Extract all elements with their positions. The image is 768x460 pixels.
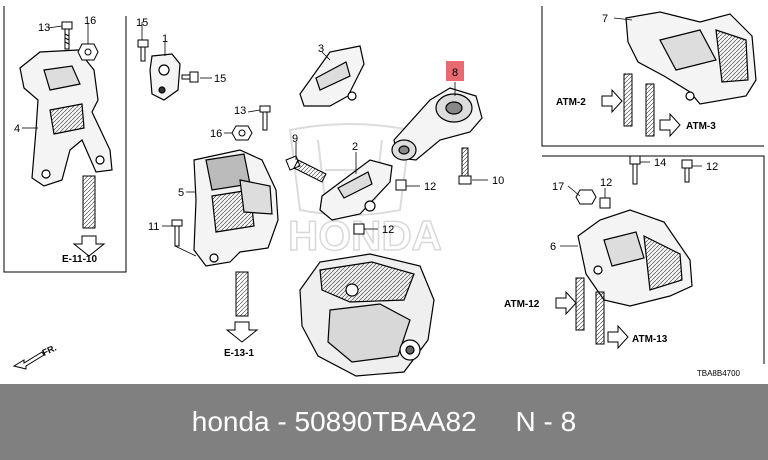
bolt-11	[171, 219, 183, 247]
part-1-bracket	[149, 53, 181, 101]
callout-8-highlight: 8	[446, 61, 464, 81]
callout-8: 8	[452, 67, 458, 79]
nut-16-left	[77, 43, 99, 61]
nut-16-middle	[231, 125, 253, 141]
callout-1: 1	[162, 33, 168, 45]
bolt-12-middle-b	[353, 223, 365, 235]
honda-watermark: HONDA	[288, 212, 442, 259]
part-5-engine-mount	[193, 149, 279, 267]
callout-17: 17	[552, 181, 564, 193]
box-right-top	[541, 6, 764, 147]
callout-6: 6	[550, 241, 556, 253]
ref-atm-13: ATM-13	[632, 334, 668, 345]
callout-10: 10	[492, 175, 504, 187]
callout-5: 5	[178, 187, 184, 199]
bolt-9	[285, 155, 327, 183]
part-2-bracket	[319, 159, 393, 221]
studs-atm-2-atm-3	[601, 73, 681, 138]
callout-9: 9	[292, 133, 298, 145]
callout-4: 4	[14, 123, 20, 135]
bolt-12-right-a	[681, 159, 693, 183]
callout-12: 12	[600, 177, 612, 189]
fr-label: FR.	[41, 343, 58, 358]
callout-7: 7	[602, 13, 608, 25]
callout-11: 11	[148, 221, 159, 233]
callout-12: 12	[382, 224, 394, 236]
callout-16: 16	[84, 15, 96, 27]
callout-numbers: 13 16 4 15 1 15 3 13 16 9 2 5 11 12 10 1…	[14, 13, 718, 253]
studs-atm-12-atm-13	[555, 277, 629, 350]
reference-labels: E-11-10 E-13-1 ATM-2 ATM-3 ATM-12 ATM-13	[62, 97, 716, 359]
bolt-13-left	[61, 21, 73, 50]
bolt-12-middle-a	[395, 179, 407, 191]
ref-atm-3: ATM-3	[686, 121, 716, 132]
part-7-bracket	[625, 11, 757, 105]
engine-transmission-assembly	[299, 253, 435, 377]
footer-bar: honda - 50890TBAA82 N - 8	[0, 384, 768, 460]
callout-13: 13	[38, 22, 50, 34]
callout-12: 12	[424, 181, 436, 193]
callout-12: 12	[706, 161, 718, 173]
stud-e-11-10	[72, 175, 106, 257]
part-8-torque-rod	[391, 87, 483, 161]
callout-15: 15	[136, 17, 148, 29]
callout-16: 16	[210, 128, 222, 140]
part-caption: honda - 50890TBAA82 N - 8	[191, 406, 577, 437]
nut-17	[575, 189, 597, 205]
bolt-15-top	[137, 39, 149, 62]
callout-3: 3	[318, 43, 324, 55]
stud-e-13-1	[225, 271, 259, 343]
bolt-13-middle	[259, 105, 271, 131]
part-4-mount-bracket	[19, 49, 113, 187]
front-direction-arrow: FR.	[12, 343, 58, 370]
diagram-svg: HONDA	[3, 6, 765, 378]
callout-14: 14	[654, 157, 666, 169]
bolt-12-right-b	[599, 197, 611, 209]
ref-atm-2: ATM-2	[556, 97, 586, 108]
drawing-code: TBA8B4700	[697, 369, 741, 378]
part-3-bracket	[299, 45, 365, 107]
bolt-14	[629, 155, 641, 185]
leader-lines	[22, 17, 702, 257]
bolt-15-right	[181, 71, 199, 83]
bolt-10	[458, 147, 472, 185]
ref-e-11-10: E-11-10	[62, 254, 97, 265]
ref-e-13-1: E-13-1	[224, 348, 254, 359]
part-6-mount	[577, 209, 693, 307]
parts-diagram: HONDA	[3, 6, 765, 378]
box-right-bottom	[542, 155, 765, 364]
callout-2: 2	[352, 141, 358, 153]
ref-atm-12: ATM-12	[504, 299, 540, 310]
box-left	[3, 6, 127, 273]
callout-15: 15	[214, 73, 226, 85]
callout-13: 13	[234, 105, 246, 117]
